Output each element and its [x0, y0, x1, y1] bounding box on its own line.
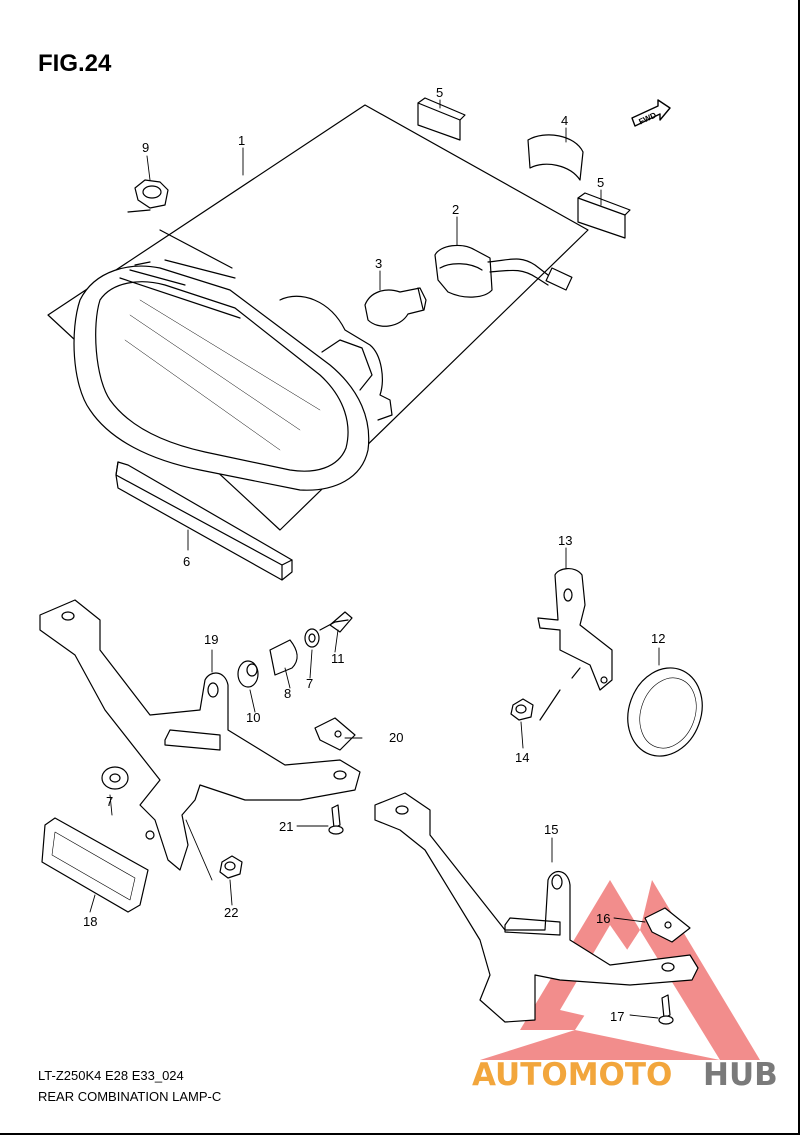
grommet-9 [127, 179, 233, 269]
fwd-label: FWD [637, 110, 658, 126]
bracket-19 [39, 599, 361, 871]
bracket-15 [374, 792, 699, 1023]
callout-10: 10 [246, 710, 260, 725]
foam-strip [115, 461, 293, 581]
socket-harness [434, 244, 573, 298]
diagram-code: LT-Z250K4 E28 E33_024 [38, 1068, 184, 1083]
callout-2: 2 [452, 202, 459, 217]
pads [417, 97, 631, 239]
tail-lamp-housing [73, 259, 393, 491]
callout-8: 8 [284, 686, 291, 701]
callout-19: 19 [204, 632, 218, 647]
clip-nut-16 [644, 907, 691, 943]
callout-9: 9 [142, 140, 149, 155]
bracket-13 [537, 568, 613, 691]
callout-11: 11 [331, 651, 345, 666]
callout-20: 20 [389, 730, 403, 745]
callout-12: 12 [651, 631, 665, 646]
callout-13: 13 [558, 533, 572, 548]
callout-3: 3 [375, 256, 382, 271]
leader-lines [89, 99, 660, 1019]
fwd-badge [631, 99, 671, 127]
clip-nut-20 [314, 717, 356, 751]
callout-7-upper: 7 [306, 676, 313, 691]
reflector-18 [41, 817, 149, 913]
nut-14 [510, 667, 581, 721]
callout-17: 17 [610, 1009, 624, 1024]
callout-labels: 1 2 3 4 5 5 6 7 7 8 9 10 11 12 13 14 15 … [83, 85, 665, 1024]
callout-6: 6 [183, 554, 190, 569]
callout-18: 18 [83, 914, 97, 929]
assembly-boundary [47, 104, 589, 531]
callout-22: 22 [224, 905, 238, 920]
nut-22 [219, 855, 243, 879]
watermark-text-hub: HUB [703, 1057, 778, 1093]
callout-16: 16 [596, 911, 610, 926]
bulb [364, 287, 427, 327]
callout-5-right: 5 [597, 175, 604, 190]
hardware-set [237, 611, 353, 688]
washer-7 [101, 766, 129, 790]
diagram-description: REAR COMBINATION LAMP-C [38, 1089, 222, 1104]
callout-14: 14 [515, 750, 529, 765]
screw-17 [658, 994, 674, 1025]
callout-7-lower: 7 [106, 794, 113, 809]
watermark-text-auto: AUTOMOTO [472, 1057, 672, 1093]
callout-4: 4 [561, 113, 568, 128]
reflector-12 [627, 667, 703, 757]
callout-21: 21 [279, 819, 293, 834]
callout-5-top: 5 [436, 85, 443, 100]
screw-21 [328, 804, 344, 835]
figure-title: FIG.24 [38, 50, 112, 77]
callout-1: 1 [238, 133, 245, 148]
callout-15: 15 [544, 822, 558, 837]
